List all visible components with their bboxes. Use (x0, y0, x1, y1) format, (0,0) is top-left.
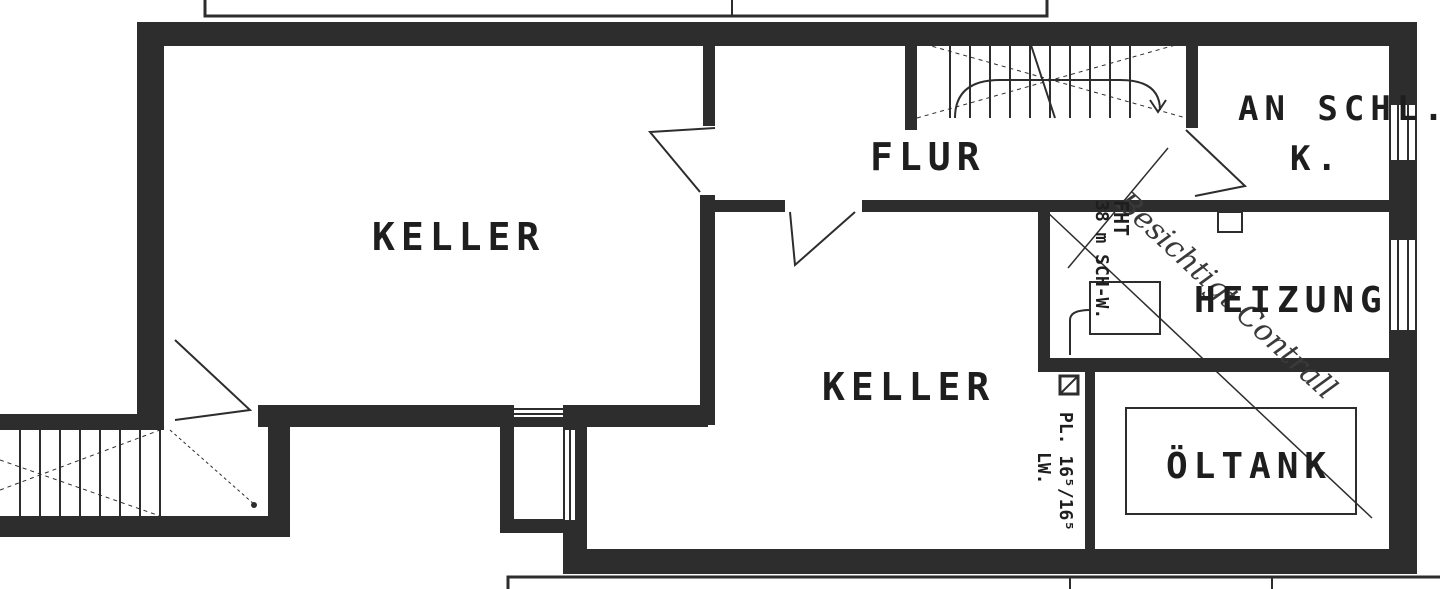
wall-keller-divider (700, 195, 715, 425)
wall-heizung-left (1038, 200, 1050, 370)
walls (0, 22, 1417, 574)
room-label-heizung: HEIZUNG (1194, 280, 1388, 321)
wall-keller-left-bottom (258, 405, 708, 427)
wall-bottom (563, 549, 1417, 574)
room-labels: KELLER FLUR AN SCHL. K. KELLER HEIZUNG Ö… (372, 89, 1440, 487)
stair-left (0, 429, 161, 517)
wall-heizung-bottom (1038, 358, 1398, 372)
stair-center (916, 41, 1187, 119)
chimney-symbol (1058, 374, 1080, 396)
doors (169, 127, 1248, 508)
room-label-flur: FLUR (870, 135, 986, 179)
wall-stair-top (0, 414, 164, 430)
oil-tank-symbol (1125, 407, 1357, 515)
wall-keller-divider-top (703, 46, 715, 126)
small-annotations: FHT 38 m SCH-W. PL. 16⁵/16⁵ LW. (1033, 200, 1133, 531)
boiler-symbol (1089, 281, 1161, 335)
wall-stair-right (1186, 40, 1198, 128)
wall-niche-left (500, 405, 514, 533)
room-label-keller-left: KELLER (372, 215, 545, 259)
window-niche (514, 405, 575, 520)
wall-left (137, 22, 164, 430)
chimney-label-2: 38 m SCH-W. (1091, 200, 1112, 319)
meter-box (1217, 211, 1243, 233)
room-label-anschl-1: AN SCHL. (1238, 89, 1440, 129)
windows-right (1391, 105, 1415, 330)
wall-stair-left (905, 40, 917, 130)
chimney-label-1: FHT (1109, 200, 1133, 236)
wall-top (137, 22, 1417, 46)
room-label-keller-right: KELLER (822, 365, 995, 409)
room-label-oeltank: ÖLTANK (1166, 445, 1332, 487)
wall-stair-bottom (0, 516, 290, 537)
wall-stair-box-right (268, 405, 290, 537)
fixtures (1058, 211, 1357, 515)
wall-flur-bottom-b (862, 200, 1402, 212)
wall-oeltank-left (1085, 370, 1095, 555)
wall-flur-bottom-a (700, 200, 785, 212)
pillar-label-2: LW. (1033, 452, 1054, 485)
pillar-label-1: PL. 16⁵/16⁵ (1055, 412, 1076, 531)
room-label-anschl-2: K. (1290, 139, 1343, 179)
neighbour-strips (203, 0, 1440, 589)
